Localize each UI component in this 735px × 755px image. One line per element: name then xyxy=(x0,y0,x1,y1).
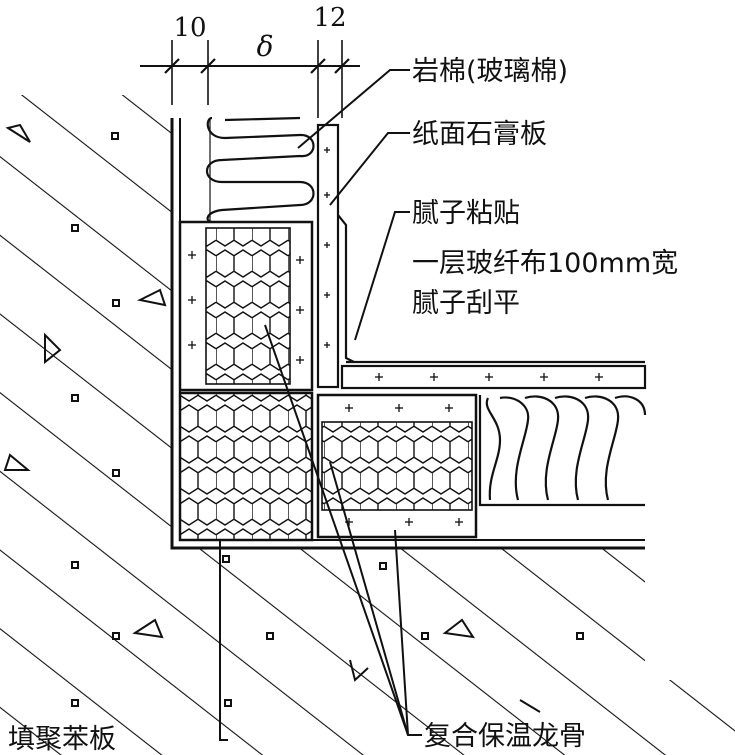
concrete-wall xyxy=(0,95,735,755)
rock-wool-vertical xyxy=(205,116,315,224)
gypsum-board-vertical xyxy=(316,123,355,389)
label-putty-paste: 腻子粘贴 xyxy=(412,198,520,229)
rock-wool-horizontal xyxy=(478,395,647,507)
label-polystyrene-fill: 填聚苯板 xyxy=(8,724,116,755)
label-composite-keel: 复合保温龙骨 xyxy=(424,721,586,752)
aggregate-marks xyxy=(3,123,584,713)
dimension-10: 10 xyxy=(173,13,206,43)
dimension-line: 10 δ 12 xyxy=(140,3,360,118)
label-rock-wool: 岩棉(玻璃棉) xyxy=(412,56,568,87)
polystyrene-fill xyxy=(178,391,314,542)
composite-keel-horizontal xyxy=(316,393,478,539)
composite-keel-vertical xyxy=(178,220,314,392)
dimension-delta: δ xyxy=(257,30,274,63)
label-fiberglass-layer: 一层玻纤布100mm宽 xyxy=(412,248,678,279)
gypsum-board-horizontal xyxy=(340,360,647,390)
dimension-12: 12 xyxy=(313,3,346,33)
leader-lines xyxy=(219,69,422,741)
label-gypsum-board: 纸面石膏板 xyxy=(412,119,547,150)
label-putty-scrape: 腻子刮平 xyxy=(412,288,520,319)
